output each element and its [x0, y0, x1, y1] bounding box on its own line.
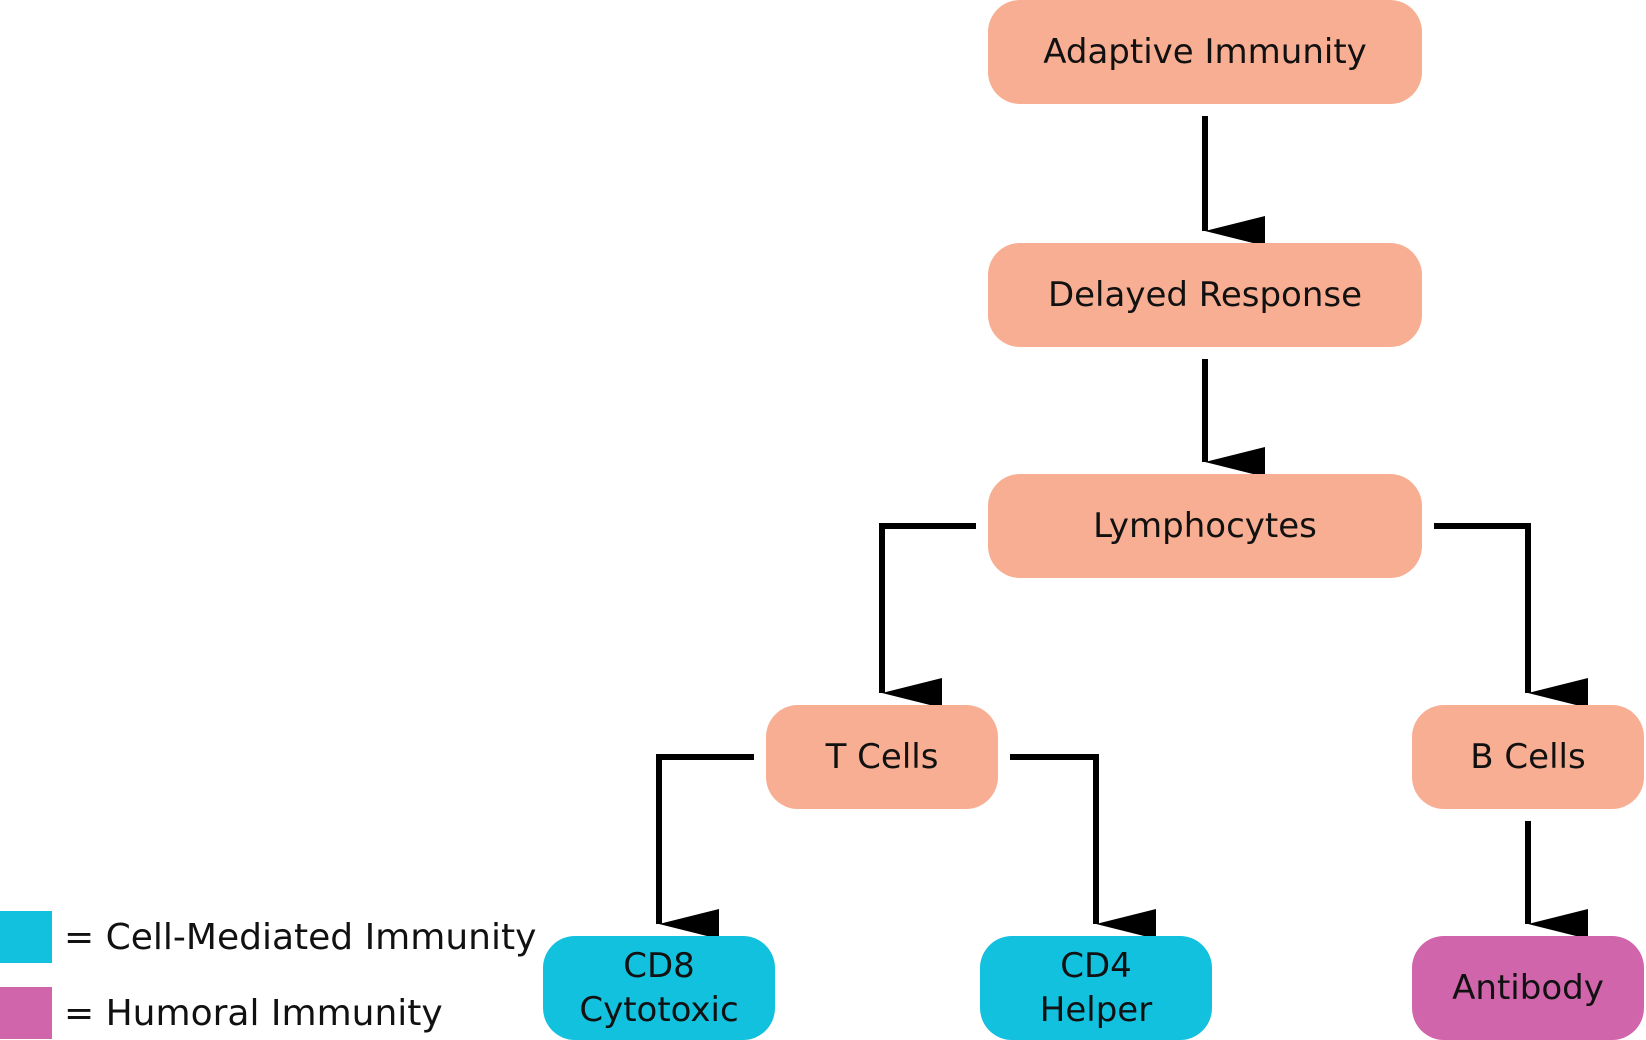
- legend-swatch-cell-mediated: [0, 911, 52, 963]
- lymphocytes-label: Lymphocytes: [1093, 506, 1317, 546]
- delayed-response-node: Delayed Response: [988, 243, 1422, 347]
- cd8-cytotoxic-node: CD8 Cytotoxic: [543, 936, 775, 1040]
- adaptive-immunity-label: Adaptive Immunity: [1043, 32, 1367, 72]
- legend-humoral: = Humoral Immunity: [0, 987, 443, 1039]
- legend-cell-mediated: = Cell-Mediated Immunity: [0, 911, 536, 963]
- arrow-lymphocytes-to-b-cells: [1434, 523, 1588, 708]
- adaptive-immunity-node: Adaptive Immunity: [988, 0, 1422, 104]
- t-cells-label: T Cells: [825, 737, 939, 777]
- cd8-cytotoxic-label: CD8 Cytotoxic: [579, 946, 739, 1030]
- antibody-label: Antibody: [1452, 968, 1604, 1008]
- arrow-t-cells-to-cd4-helper: [1010, 754, 1156, 939]
- legend-label-humoral: = Humoral Immunity: [64, 992, 443, 1034]
- cd4-helper-label: CD4 Helper: [1039, 946, 1153, 1030]
- delayed-response-label: Delayed Response: [1047, 275, 1363, 315]
- arrow-t-cells-to-cd8-cytotoxic: [656, 754, 754, 939]
- arrow-lymphocytes-to-t-cells: [879, 523, 976, 708]
- lymphocytes-node: Lymphocytes: [988, 474, 1422, 578]
- antibody-node: Antibody: [1412, 936, 1644, 1040]
- b-cells-node: B Cells: [1412, 705, 1644, 809]
- cd4-helper-node: CD4 Helper: [980, 936, 1212, 1040]
- legend-swatch-humoral: [0, 987, 52, 1039]
- b-cells-label: B Cells: [1470, 737, 1586, 777]
- legend-label-cell-mediated: = Cell-Mediated Immunity: [64, 916, 537, 958]
- t-cells-node: T Cells: [766, 705, 998, 809]
